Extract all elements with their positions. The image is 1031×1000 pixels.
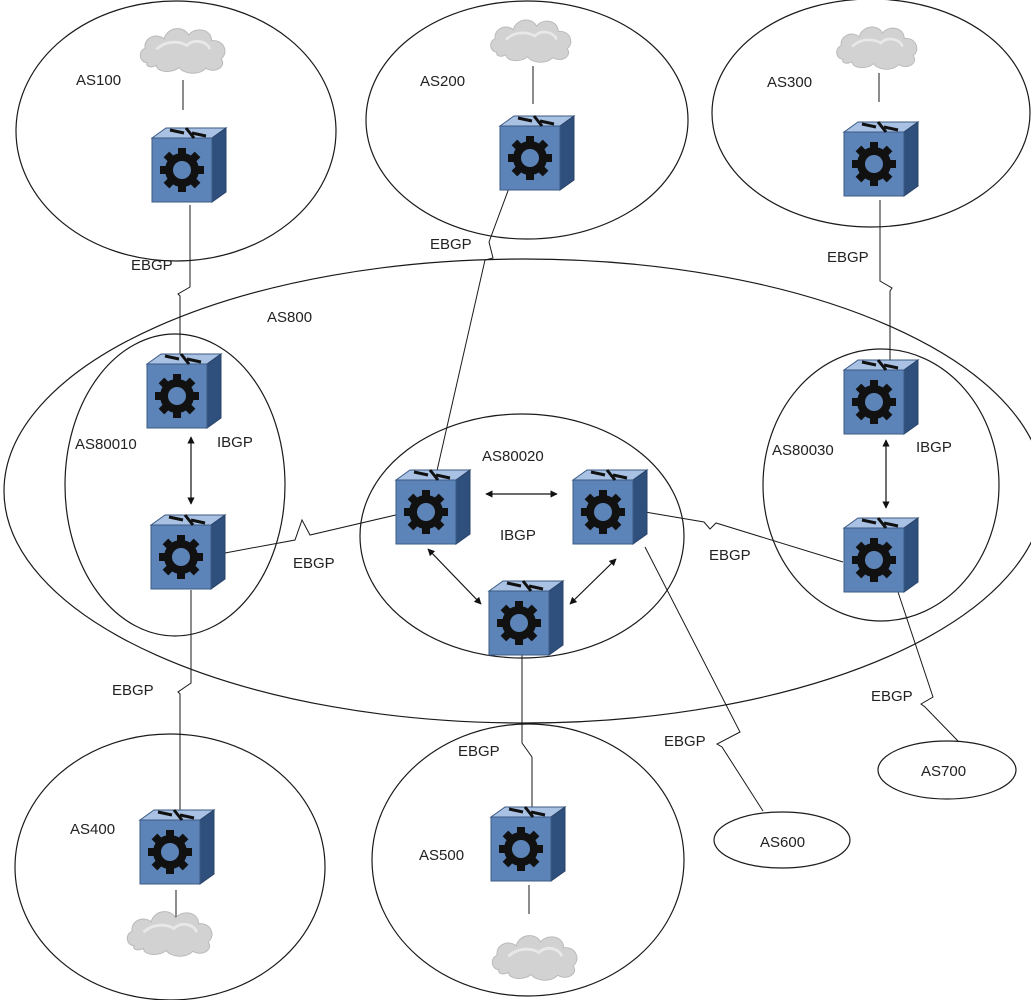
label-ebgp-as80020-as80030: EBGP xyxy=(709,547,751,564)
router-icon-as80010-bottom xyxy=(149,513,227,591)
router-icon-as400 xyxy=(138,808,216,886)
link-as80020-as500-ebgp xyxy=(521,655,533,808)
ibgp-arrow-as80020-right xyxy=(569,558,617,605)
link-as300-as80030-ebgp xyxy=(879,200,893,362)
as800-boundary xyxy=(3,258,1031,724)
router-icon-as80010-top xyxy=(145,352,223,430)
label-as300: AS300 xyxy=(767,74,812,91)
router-icon-as80030-bottom xyxy=(842,516,920,594)
as500-boundary xyxy=(371,723,685,997)
as80010-boundary xyxy=(64,333,286,637)
label-as800: AS800 xyxy=(267,309,312,326)
label-as100: AS100 xyxy=(76,72,121,89)
label-ebgp-as80010-as80020: EBGP xyxy=(293,555,335,572)
label-ebgp-as600: EBGP xyxy=(664,733,706,750)
router-icon-as100 xyxy=(150,126,228,204)
cloud-icon-as300 xyxy=(835,25,919,71)
router-icon-as80020-left xyxy=(394,468,472,546)
cloud-icon-as400 xyxy=(125,910,214,958)
label-as500: AS500 xyxy=(419,847,464,864)
link-as80010-as80020-ebgp xyxy=(224,513,401,554)
link-as100-as80010-ebgp xyxy=(177,205,191,355)
as200-boundary xyxy=(365,0,689,240)
router-icon-as80020-right xyxy=(571,468,649,546)
router-icon-as80030-top xyxy=(842,358,920,436)
cloud-icon-as200 xyxy=(489,18,573,64)
as600-boundary xyxy=(713,811,851,869)
label-ebgp-as500: EBGP xyxy=(458,743,500,760)
label-as200: AS200 xyxy=(420,73,465,90)
label-ebgp-as700: EBGP xyxy=(871,688,913,705)
as300-boundary xyxy=(711,0,1031,228)
label-ebgp-as100: EBGP xyxy=(131,257,173,274)
cloud-icon-as500 xyxy=(490,934,579,982)
link-as80020-as600-ebgp xyxy=(644,546,764,812)
router-icon-as200 xyxy=(498,114,576,192)
link-as80020-as80030-ebgp xyxy=(644,511,844,563)
label-as600: AS600 xyxy=(760,834,805,851)
link-as80010-as400-ebgp xyxy=(177,590,192,810)
label-ebgp-as300: EBGP xyxy=(827,249,869,266)
as700-boundary xyxy=(877,740,1017,800)
router-icon-as80020-bottom xyxy=(487,579,565,657)
label-as700: AS700 xyxy=(921,763,966,780)
as400-boundary xyxy=(14,733,326,1000)
label-as80030: AS80030 xyxy=(772,442,834,459)
label-ebgp-as200: EBGP xyxy=(430,236,472,253)
ibgp-arrow-as80020-left xyxy=(427,548,482,605)
label-ibgp-as80020: IBGP xyxy=(500,527,536,544)
link-as200-as80020-ebgp xyxy=(435,187,510,476)
label-as80010: AS80010 xyxy=(75,436,137,453)
link-as80030-as700-ebgp xyxy=(897,591,959,742)
label-ebgp-as400: EBGP xyxy=(112,682,154,699)
label-ibgp-as80030: IBGP xyxy=(916,439,952,456)
label-as80020: AS80020 xyxy=(482,448,544,465)
as80030-boundary xyxy=(762,348,1000,622)
label-as400: AS400 xyxy=(70,821,115,838)
router-icon-as500 xyxy=(489,805,567,883)
as100-boundary xyxy=(15,0,337,262)
router-icon-as300 xyxy=(842,120,920,198)
label-ibgp-as80010: IBGP xyxy=(217,434,253,451)
cloud-icon-as100 xyxy=(138,27,227,75)
